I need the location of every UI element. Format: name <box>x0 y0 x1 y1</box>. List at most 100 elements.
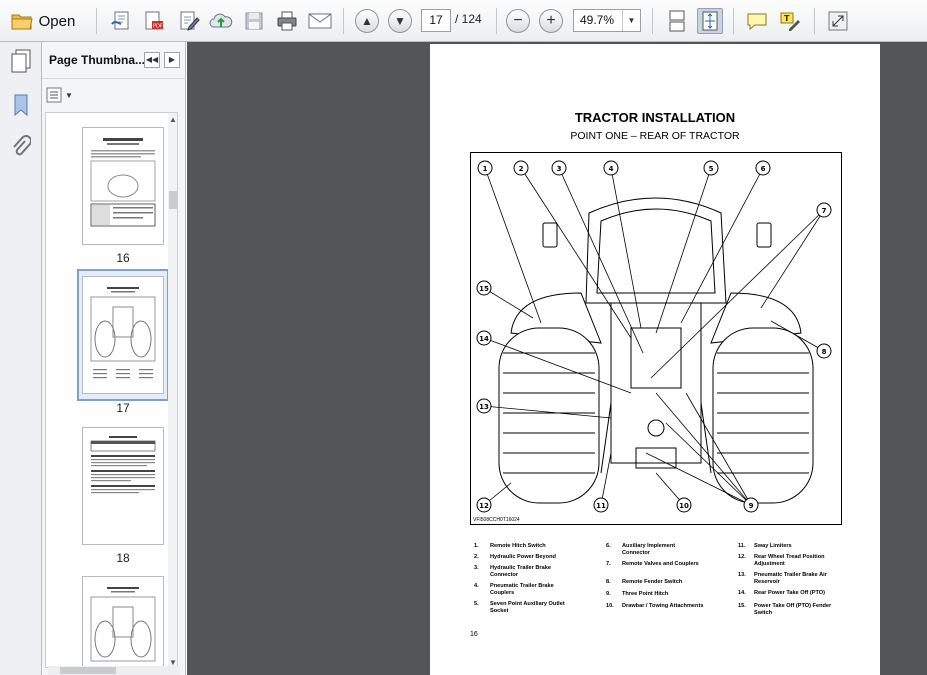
legend-item: 9.Three Point Hitch <box>606 591 669 597</box>
callout-11: 11 <box>596 502 606 510</box>
page-total: / 124 <box>455 12 482 26</box>
panel-forward-button[interactable]: ▶ <box>164 52 180 68</box>
panel-header: Page Thumbna... ◀◀ ▶ <box>42 42 186 79</box>
legend-item: 14.Rear Power Take Off (PTO) <box>738 590 825 596</box>
thumbnail-preview <box>90 287 156 379</box>
zoom-value: 49.7% <box>580 13 615 27</box>
envelope-icon <box>308 13 332 29</box>
double-chevron-left-icon: ◀◀ <box>145 55 159 64</box>
thumbnail-page-19[interactable] <box>82 576 164 667</box>
toolbar-separator <box>733 8 734 34</box>
comment-button[interactable] <box>744 8 770 34</box>
callout-6: 6 <box>761 165 766 173</box>
arrow-up-icon: ▲ <box>355 9 379 33</box>
email-button[interactable] <box>307 8 333 34</box>
legend-item: 12.Rear Wheel Tread Position Adjustment <box>738 554 825 567</box>
scrollbar-thumb[interactable] <box>169 191 177 209</box>
full-screen-button[interactable] <box>825 8 851 34</box>
thumbnail-page-16[interactable] <box>82 127 164 245</box>
paperclip-icon <box>13 135 31 156</box>
previous-page-button[interactable]: ▲ <box>354 8 380 34</box>
highlighter-icon: T <box>780 12 800 31</box>
tractor-rear-diagram: 1 2 3 4 5 6 7 8 9 10 11 12 13 14 15 VF <box>470 152 842 525</box>
callout-8: 8 <box>822 348 827 356</box>
panel-horizontal-scrollbar[interactable] <box>48 666 180 675</box>
options-list-icon <box>46 87 62 103</box>
chevron-down-icon: ▼ <box>65 90 73 100</box>
create-pdf-button[interactable] <box>108 8 134 34</box>
edit-document-icon <box>180 11 200 31</box>
scrolling-mode-button[interactable] <box>664 8 690 34</box>
legend-item: 8.Remote Fender Switch <box>606 579 683 585</box>
zoom-out-button[interactable]: − <box>505 8 531 34</box>
cloud-upload-icon <box>209 13 233 28</box>
page-heading: TRACTOR INSTALLATION <box>574 110 736 125</box>
page-thumbnails-button[interactable] <box>6 46 36 76</box>
pdf-export-icon: PDF <box>145 11 163 30</box>
minus-icon: − <box>506 9 530 33</box>
expand-icon <box>828 11 848 31</box>
figure-code: VFI508CCH0T16024 <box>473 517 520 523</box>
printer-icon <box>277 11 297 31</box>
highlight-text-button[interactable]: T <box>777 8 803 34</box>
page-footer-number: 16 <box>470 631 478 638</box>
page-thumbnails-panel: Page Thumbna... ◀◀ ▶ ▼ <box>42 42 186 675</box>
toolbar-separator <box>343 8 344 34</box>
callout-9: 9 <box>749 502 754 510</box>
upload-button[interactable] <box>208 8 234 34</box>
legend-item: 3.Hydraulic Trailer Brake Connector <box>474 565 551 578</box>
zoom-level-select[interactable]: 49.7% ▼ <box>573 9 641 32</box>
svg-text:PDF: PDF <box>153 24 163 30</box>
next-page-button[interactable]: ▼ <box>387 8 413 34</box>
thumbnail-list: 16 17 <box>45 112 178 668</box>
toolbar-separator <box>652 8 653 34</box>
callout-12: 12 <box>479 502 489 510</box>
thumbnail-page-17[interactable] <box>82 276 164 394</box>
callout-3: 3 <box>557 165 562 173</box>
main-toolbar: Open PDF <box>0 0 927 42</box>
scroll-up-icon[interactable]: ▲ <box>169 115 177 124</box>
bookmarks-button[interactable] <box>6 90 36 120</box>
save-button[interactable] <box>241 8 267 34</box>
toolbar-separator <box>496 8 497 34</box>
create-pdf-icon <box>111 11 129 30</box>
legend-item: 7.Remote Valves and Couplers <box>606 561 699 567</box>
document-viewer[interactable]: TRACTOR INSTALLATION POINT ONE – REAR OF… <box>187 42 927 675</box>
collapse-panel-button[interactable]: ◀◀ <box>144 52 160 68</box>
zoom-in-button[interactable]: + <box>538 8 564 34</box>
legend-item: 10.Drawbar / Towing Attachments <box>606 603 704 609</box>
pdf-page: TRACTOR INSTALLATION POINT ONE – REAR OF… <box>430 44 880 675</box>
legend-item: 5.Seven Point Auxiliary Outlet Socket <box>474 601 565 614</box>
plus-icon: + <box>539 9 563 33</box>
options-menu-button[interactable]: ▼ <box>46 86 73 104</box>
open-button[interactable]: Open <box>4 8 82 34</box>
tractor-illustration: 1 2 3 4 5 6 7 8 9 10 11 12 13 14 15 <box>476 160 832 513</box>
chevron-down-icon: ▼ <box>622 10 640 31</box>
export-pdf-button[interactable]: PDF <box>141 8 167 34</box>
thumbnail-scrollbar[interactable]: ▲ ▼ <box>168 113 177 667</box>
edit-pdf-button[interactable] <box>176 8 202 34</box>
callout-15: 15 <box>479 285 489 293</box>
legend-item: 4.Pneumatic Trailer Brake Couplers <box>474 583 554 596</box>
speech-bubble-icon <box>747 13 767 31</box>
scrollbar-thumb[interactable] <box>60 667 116 674</box>
fit-page-button[interactable] <box>697 8 723 34</box>
callout-7: 7 <box>822 207 827 215</box>
thumbnail-preview <box>90 436 156 494</box>
page-scroll-icon <box>669 10 685 32</box>
scroll-down-icon[interactable]: ▼ <box>169 658 177 667</box>
thumbnail-page-18[interactable] <box>82 427 164 545</box>
folder-icon <box>11 14 33 30</box>
callout-2: 2 <box>519 165 524 173</box>
legend-item: 13.Pneumatic Trailer Brake Air Reservoir <box>738 572 827 585</box>
attachments-button[interactable] <box>6 132 36 162</box>
panel-title: Page Thumbna... <box>49 53 146 67</box>
bookmark-icon <box>14 94 28 117</box>
toolbar-separator <box>96 8 97 34</box>
thumbnail-label: 16 <box>116 251 130 265</box>
legend-item: 2.Hydraulic Power Beyond <box>474 554 556 560</box>
legend-item: 15.Power Take Off (PTO) Fender Switch <box>738 603 832 616</box>
thumbnail-preview <box>90 587 156 662</box>
print-button[interactable] <box>274 8 300 34</box>
page-number-input[interactable]: 17 <box>421 9 451 32</box>
